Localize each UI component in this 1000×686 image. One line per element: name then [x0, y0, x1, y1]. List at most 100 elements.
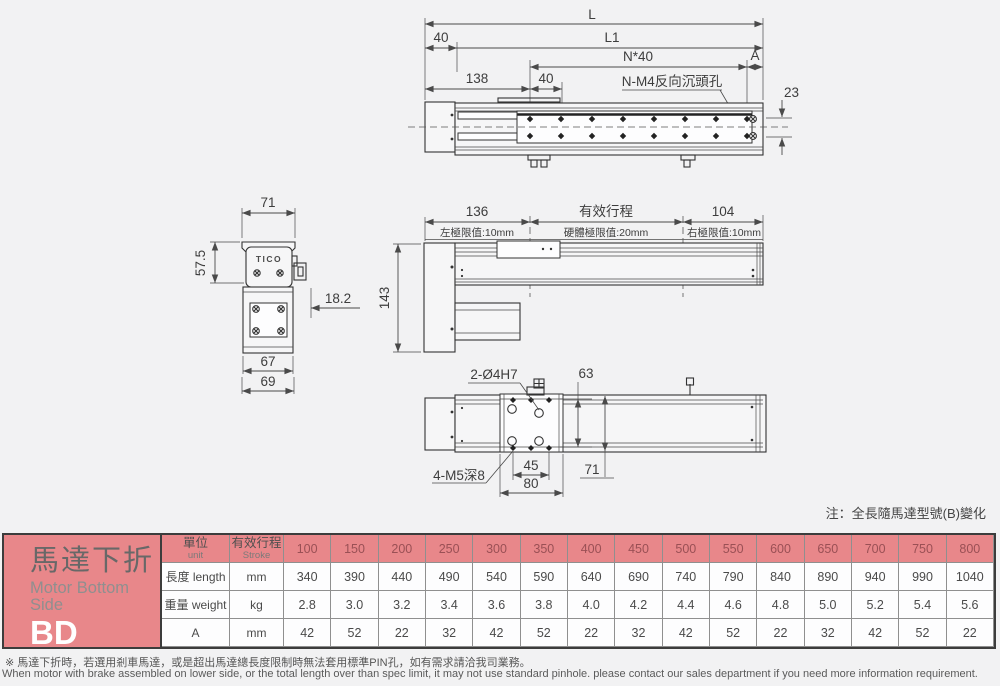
side-bracket — [291, 255, 307, 281]
product-title-en: Motor Bottom Side — [30, 580, 160, 614]
dim-N40-label: N*40 — [623, 49, 653, 64]
stroke-col-header: 650 — [804, 535, 852, 563]
value-cell: 690 — [615, 563, 663, 591]
value-cell: 4.4 — [662, 591, 710, 619]
value-cell: 540 — [473, 563, 521, 591]
value-cell: 52 — [331, 619, 379, 647]
row-unit-cell: mm — [230, 563, 284, 591]
value-cell: 640 — [567, 563, 616, 591]
value-cell: 840 — [757, 563, 805, 591]
dim-40-left-label: 40 — [433, 30, 448, 45]
product-title-en-line1: Motor Bottom — [30, 579, 130, 597]
row-unit-cell: kg — [230, 591, 284, 619]
stroke-col-header: 550 — [709, 535, 758, 563]
stroke-col-header: 150 — [331, 535, 379, 563]
product-block: 馬達下折 Motor Bottom Side BD — [4, 535, 162, 651]
product-title-en-line2: Side — [30, 595, 64, 614]
dim-57-5-label: 57.5 — [193, 250, 208, 276]
value-cell: 32 — [615, 619, 663, 647]
value-cell: 42 — [662, 619, 710, 647]
sensor-tab — [526, 378, 545, 396]
dim-80-label: 80 — [523, 476, 538, 491]
stroke-col-header: 700 — [851, 535, 900, 563]
value-cell: 5.2 — [851, 591, 900, 619]
value-cell: 4.0 — [567, 591, 616, 619]
dim-71-label: 71 — [260, 195, 275, 210]
dim-69-label: 69 — [260, 374, 275, 389]
footnote-en: When motor with brake assembled on lower… — [2, 668, 978, 680]
pin-holes-label: 2-Ø4H7 — [470, 367, 517, 382]
pin-holes — [507, 404, 544, 446]
dim-104-label: 104 — [712, 204, 735, 219]
end-view-drawing: 71 57.5 TICO 18.2 67 69 — [193, 195, 360, 395]
row-label-cell: A — [162, 619, 230, 647]
value-cell: 5.6 — [946, 591, 994, 619]
stroke-col-header: 100 — [284, 535, 332, 563]
dim-A-label: A — [750, 48, 759, 63]
counterbore-label: N-M4反向沉頭孔 — [622, 74, 723, 89]
value-cell: 22 — [567, 619, 616, 647]
dim-67-label: 67 — [260, 354, 275, 369]
stroke-header-zh: 有效行程 — [231, 536, 282, 550]
value-cell: 5.4 — [899, 591, 947, 619]
side-view-drawing: 143 136 有效行程 104 左極限值:10mm 硬體極限值:20mm 右極… — [377, 204, 764, 353]
dim-18-2-label: 18.2 — [325, 291, 351, 306]
stroke-col-header: 800 — [946, 535, 994, 563]
value-cell: 340 — [284, 563, 332, 591]
length-note: 注：全長隨馬達型號(B)變化 — [825, 506, 986, 521]
value-cell: 2.8 — [284, 591, 332, 619]
value-cell: 790 — [709, 563, 758, 591]
value-cell: 3.0 — [331, 591, 379, 619]
flange-screws — [252, 305, 285, 335]
dim-45-label: 45 — [523, 458, 538, 473]
value-cell: 590 — [520, 563, 568, 591]
value-cell: 3.4 — [425, 591, 474, 619]
unit-header-en: unit — [187, 549, 204, 561]
value-cell: 740 — [662, 563, 710, 591]
stroke-col-header: 250 — [425, 535, 474, 563]
value-cell: 4.8 — [757, 591, 805, 619]
dim-L-label: L — [588, 7, 596, 22]
stopper-tab — [685, 377, 695, 395]
stroke-col-header: 750 — [899, 535, 947, 563]
m5-holes-label: 4-M5深8 — [433, 468, 485, 483]
value-cell: 52 — [899, 619, 947, 647]
value-cell: 22 — [378, 619, 426, 647]
dim-138-label: 138 — [466, 71, 489, 86]
value-cell: 32 — [804, 619, 852, 647]
dim-23-label: 23 — [784, 85, 799, 100]
left-limit-label: 左極限值:10mm — [440, 226, 514, 239]
dim-63-label: 63 — [578, 366, 593, 381]
value-cell: 52 — [709, 619, 758, 647]
value-cell: 32 — [425, 619, 474, 647]
value-cell: 5.0 — [804, 591, 852, 619]
dim-136-label: 136 — [466, 204, 489, 219]
value-cell: 52 — [520, 619, 568, 647]
value-cell: 22 — [946, 619, 994, 647]
value-cell: 3.2 — [378, 591, 426, 619]
dim-71-bottom-label: 71 — [584, 462, 599, 477]
row-label-cell: 重量 weight — [162, 591, 230, 619]
stroke-col-header: 300 — [473, 535, 521, 563]
value-cell: 490 — [425, 563, 474, 591]
row-label-cell: 長度 length — [162, 563, 230, 591]
top-view-drawing: L 40 L1 N*40 A 138 40 N-M4反向沉頭孔 23 — [408, 7, 799, 168]
product-title-zh: 馬達下折 — [30, 545, 155, 577]
value-cell: 940 — [851, 563, 900, 591]
tico-logo: TICO — [256, 254, 282, 264]
dim-L1-label: L1 — [604, 30, 619, 45]
stroke-col-header: 400 — [567, 535, 616, 563]
row-unit-cell: mm — [230, 619, 284, 647]
stroke-col-header: 350 — [520, 535, 568, 563]
value-cell: 4.6 — [709, 591, 758, 619]
stroke-label: 有效行程 — [579, 204, 633, 219]
value-cell: 42 — [473, 619, 521, 647]
stroke-col-header: 200 — [378, 535, 426, 563]
value-cell: 3.8 — [520, 591, 568, 619]
stroke-col-header: 500 — [662, 535, 710, 563]
stroke-col-header: 450 — [615, 535, 663, 563]
mounting-feet — [527, 154, 696, 168]
